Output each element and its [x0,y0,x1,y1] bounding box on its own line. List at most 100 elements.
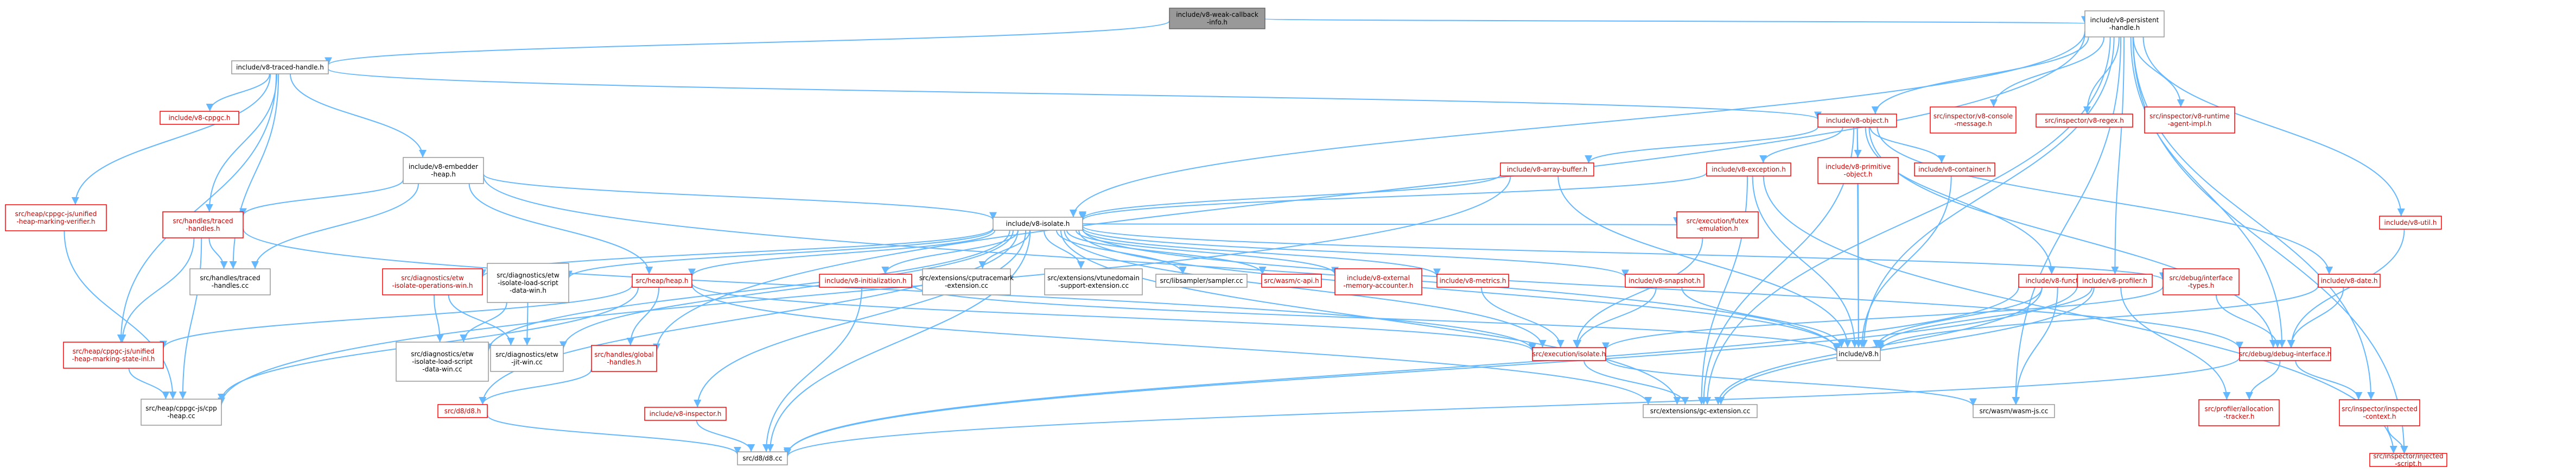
graph-node-n42[interactable]: src/d8/d8.h [437,404,488,418]
graph-node-n6[interactable]: src/handles/traced-handles.h [162,211,244,238]
edge-n28-to-n39 [1480,287,1564,348]
graph-node-n37[interactable]: src/handles/global-handles.h [591,345,657,372]
graph-node-n43[interactable]: include/v8-inspector.h [644,407,727,421]
node-label: src/extensions/vtunedomain [1047,274,1140,282]
node-label: include/v8-date.h [2320,277,2377,285]
edge-n2-to-n11 [2133,36,2185,108]
graph-node-n45[interactable]: src/wasm/wasm-js.cc [1973,404,2055,418]
node-label: include/v8-weak-callback [1176,11,1258,18]
edge-n17-to-n23 [978,230,1031,269]
graph-node-n32[interactable]: src/debug/interface-types.h [2162,268,2240,295]
edge-n17-to-n24 [1044,230,1085,269]
node-label: include/v8-embedder [409,163,478,171]
graph-node-n40[interactable]: src/debug/debug-interface.h [2239,347,2332,361]
edge-n2-to-n31 [2111,36,2125,275]
node-label: -extension.cc [945,282,988,289]
graph-node-n21[interactable]: src/heap/heap.h [632,274,692,288]
graph-node-n17[interactable]: include/v8-isolate.h [993,217,1083,231]
graph-node-n4[interactable]: include/v8-embedder-heap.h [403,157,484,184]
graph-node-n9[interactable]: src/inspector/v8-console-message.h [1930,106,2017,134]
graph-node-n33[interactable]: include/v8-date.h [2318,274,2381,288]
edge-n22-to-n38 [911,283,1841,353]
edge-n31-to-n49 [784,286,2078,455]
node-box [1930,106,2017,134]
graph-node-n10[interactable]: src/inspector/v8-regex.h [2036,113,2133,128]
graph-node-n38[interactable]: include/v8.h [1836,347,1881,361]
node-label: -info.h [1207,18,1227,26]
graph-node-n14[interactable]: include/v8-primitive-object.h [1817,157,1899,184]
graph-node-n5[interactable]: src/heap/cppgc-js/unified-heap-marking-v… [5,204,107,231]
edge-n1-to-n6 [205,73,278,212]
graph-node-n44[interactable]: src/extensions/gc-extension.cc [1643,404,1758,418]
graph-node-n13[interactable]: include/v8-exception.h [1706,162,1791,176]
edge-n19-to-n35 [433,294,444,343]
graph-node-n24[interactable]: src/extensions/vtunedomain-support-exten… [1044,268,1143,295]
edge-n4-to-n6 [239,179,404,216]
edge-n21-to-n37 [626,287,660,346]
graph-node-n22[interactable]: include/v8-initialization.h [819,274,912,288]
edge-n4-to-n17 [483,174,997,220]
graph-node-n46[interactable]: src/profiler/allocation-tracker.h [2198,399,2280,426]
edge-n17-to-n39 [1064,230,1547,348]
graph-node-n39[interactable]: src/execution/isolate.h [1532,347,1606,361]
graph-node-n49[interactable]: src/d8/d8.cc [737,451,788,465]
graph-node-n16[interactable]: include/v8-util.h [2379,216,2442,230]
graph-node-n18[interactable]: src/execution/futex-emulation.h [1676,211,1759,238]
node-box [162,211,244,238]
edge-n12-to-n38 [1557,175,1852,348]
graph-node-n15[interactable]: include/v8-container.h [1914,162,1995,176]
graph-node-n34[interactable]: src/heap/cppgc-js/unified-heap-marking-s… [63,342,164,369]
graph-node-n11[interactable]: src/inspector/v8-runtime-agent-impl.h [2144,106,2235,134]
node-label: src/wasm/wasm-js.cc [1980,407,2049,415]
edges-layer [63,15,2408,457]
node-label: -agent-impl.h [2168,120,2212,128]
node-label: src/diagnostics/etw [411,350,474,358]
nodes-layer: include/v8-weak-callback-info.h include/v… [5,8,2447,468]
graph-node-n47[interactable]: src/inspector/injected-script.h [2369,452,2447,468]
node-label: src/heap/cppgc-js/unified [73,348,155,355]
graph-node-n28[interactable]: include/v8-metrics.h [1436,274,1509,288]
graph-node-n3[interactable]: include/v8-cppgc.h [160,111,239,125]
graph-node-n48[interactable]: src/inspector/inspected-context.h [2339,399,2420,426]
edge-n2-to-n17 [1069,31,2085,218]
graph-node-n12[interactable]: include/v8-array-buffer.h [1500,162,1594,176]
node-label: include/v8-primitive [1826,163,1891,171]
node-label: src/libsampler/sampler.cc [1160,277,1243,285]
edge-n32-to-n39 [1602,286,2164,350]
graph-node-n29[interactable]: include/v8-snapshot.h [1625,274,1704,288]
edge-n8-to-n12 [1585,127,1818,163]
edge-n18-to-n39 [1573,237,1703,348]
edge-n17-to-n20 [565,229,994,279]
graph-node-n31[interactable]: include/v8-profiler.h [2077,274,2153,288]
node-label: -data-win.cc [422,365,462,373]
edge-n0-to-n2 [1264,15,2087,24]
node-label: src/execution/isolate.h [1532,350,1606,358]
graph-node-n23[interactable]: src/extensions/cputracemark-extension.cc [919,268,1014,295]
node-box [2144,106,2235,134]
graph-node-n25[interactable]: src/libsampler/sampler.cc [1155,274,1248,288]
node-label: -handles.h [607,358,641,366]
graph-node-n8[interactable]: include/v8-object.h [1817,113,1897,128]
node-label: include/v8.h [1839,350,1879,358]
edge-n32-to-n40 [2215,294,2281,348]
node-box [2036,113,2133,128]
edge-n6-to-n7 [208,237,228,269]
graph-node-n1[interactable]: include/v8-traced-handle.h [231,60,329,74]
graph-node-n27[interactable]: include/v8-external-memory-accounter.h [1334,268,1422,295]
graph-node-n19[interactable]: src/diagnostics/etw-isolate-operations-w… [382,268,483,295]
edge-n13-to-n17 [1079,172,1707,221]
graph-node-n2[interactable]: include/v8-persistent-handle.h [2084,10,2165,37]
graph-node-n41[interactable]: src/heap/cppgc-js/cpp-heap.cc [141,399,222,426]
node-label: -isolate-load-script [498,279,558,287]
graph-node-n26[interactable]: src/wasm/c-api.h [1261,274,1322,288]
graph-node-n20[interactable]: src/diagnostics/etw-isolate-load-script-… [487,263,569,303]
graph-node-n36[interactable]: src/diagnostics/etw-jit-win.cc [490,345,564,372]
node-box [2162,268,2240,295]
graph-node-n35[interactable]: src/diagnostics/etw-isolate-load-script-… [396,342,489,382]
node-label: -data-win.h [510,287,546,294]
node-label: -isolate-load-script [412,358,473,365]
node-label: -handle.h [2109,24,2140,31]
node-label: -message.h [1954,120,1992,128]
graph-node-n7[interactable]: src/handles/traced-handles.cc [189,268,271,295]
